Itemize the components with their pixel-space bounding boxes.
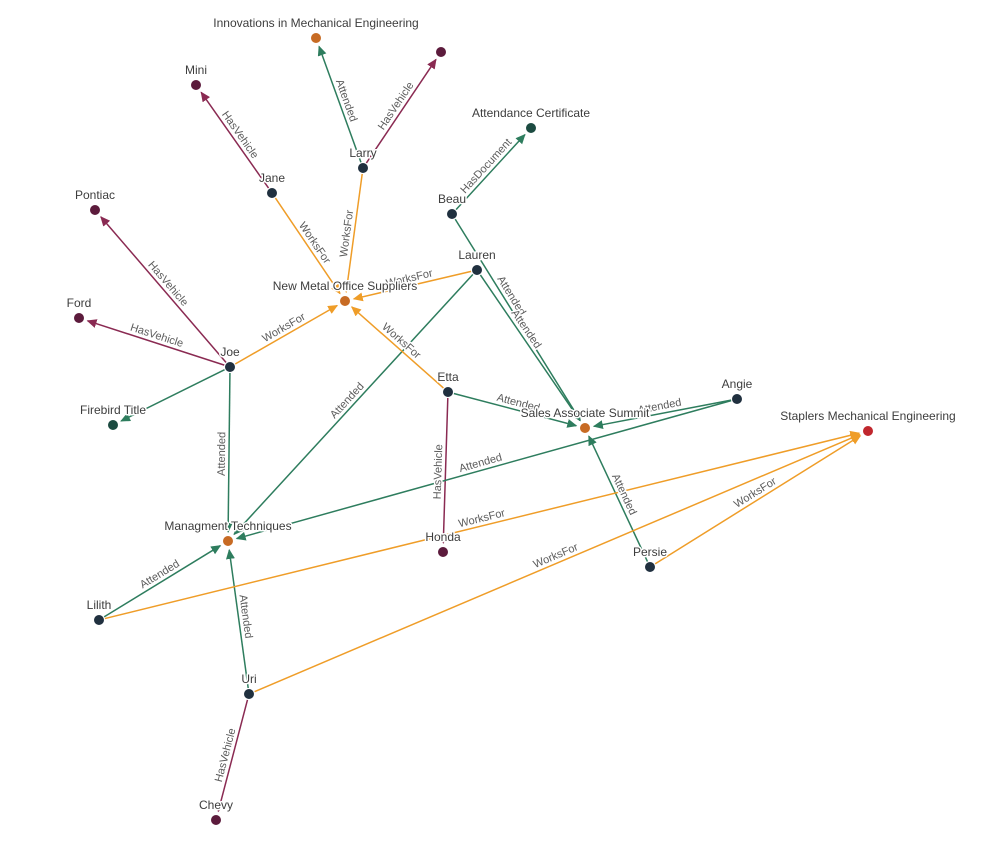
graph-node-attendance-certificate[interactable] — [525, 122, 537, 134]
edge-label-lilith-mt: Attended — [138, 558, 182, 591]
graph-node-larry[interactable] — [357, 162, 369, 174]
edge-label-jane-nmos: WorksFor — [296, 220, 333, 266]
graph-node-vehicle-unlabeled[interactable] — [435, 46, 447, 58]
edge-label-beau-attendance-certificate: HasDocument — [458, 137, 514, 196]
edge-label-uri-mt: Attended — [237, 594, 255, 639]
edge-labels-layer: HasVehicleHasVehicleHasVehicleHasVehicle… — [127, 76, 780, 785]
node-label-innovations: Innovations in Mechanical Engineering — [213, 16, 418, 30]
edge-label-joe-nmos: WorksFor — [260, 311, 307, 345]
graph-node-persie[interactable] — [644, 561, 656, 573]
node-label-uri: Uri — [241, 672, 256, 686]
graph-node-angie[interactable] — [731, 393, 743, 405]
edge-uri-chevy-hasvehicle — [216, 699, 249, 813]
edge-lauren-mt-attended — [233, 273, 474, 536]
node-label-mini: Mini — [185, 63, 207, 77]
edges-layer — [86, 45, 862, 813]
graph-node-ford[interactable] — [73, 312, 85, 324]
edge-label-jane-mini: HasVehicle — [219, 109, 260, 161]
node-label-lilith: Lilith — [87, 598, 112, 612]
edge-jane-nmos-worksfor — [274, 197, 341, 295]
edge-label-joe-ford: HasVehicle — [129, 322, 185, 350]
edge-lauren-sas-attended — [479, 274, 581, 422]
graph-node-innovations[interactable] — [310, 32, 322, 44]
node-label-joe: Joe — [220, 345, 240, 359]
edge-jane-mini-hasvehicle — [200, 91, 270, 189]
node-label-nmos: New Metal Office Suppliers — [273, 279, 418, 293]
edge-label-joe-pontiac: HasVehicle — [145, 259, 190, 309]
graph-node-honda[interactable] — [437, 546, 449, 558]
node-label-lauren: Lauren — [458, 248, 495, 262]
node-label-ford: Ford — [67, 296, 92, 310]
edge-beau-attendance-certificate-hasdocument — [455, 133, 526, 211]
graph-node-mini[interactable] — [190, 79, 202, 91]
graph-node-nmos[interactable] — [339, 295, 351, 307]
edge-lilith-mt-attended — [103, 545, 222, 618]
node-labels-layer: Innovations in Mechanical EngineeringMin… — [65, 15, 957, 814]
node-label-jane: Jane — [259, 171, 285, 185]
edge-larry-innovations-attended — [317, 45, 362, 163]
node-label-beau: Beau — [438, 192, 466, 206]
graph-node-mt[interactable] — [222, 535, 234, 547]
edge-beau-sas-attended — [454, 218, 581, 422]
edge-persie-staplers-worksfor — [654, 435, 862, 565]
edge-persie-sas-attended — [588, 435, 649, 562]
edge-joe-firebird-title — [120, 368, 225, 422]
graph-node-chevy[interactable] — [210, 814, 222, 826]
node-label-etta: Etta — [437, 370, 459, 384]
edge-joe-ford-hasvehicle — [86, 319, 225, 366]
edge-joe-nmos-worksfor — [234, 304, 339, 365]
edge-larry-nmos-worksfor — [342, 173, 363, 294]
edge-label-lauren-sas: Attended — [509, 308, 544, 351]
graph-node-pontiac[interactable] — [89, 204, 101, 216]
edge-label-lauren-mt: Attended — [328, 380, 367, 421]
graph-node-etta[interactable] — [442, 386, 454, 398]
edge-label-etta-honda: HasVehicle — [432, 444, 446, 499]
nodes-layer — [73, 32, 874, 826]
edge-angie-mt-attended — [235, 399, 732, 541]
graph-node-joe[interactable] — [224, 361, 236, 373]
edge-uri-mt-attended — [225, 548, 249, 689]
edge-label-angie-mt: Attended — [458, 452, 504, 475]
edge-etta-sas-attended — [453, 392, 578, 428]
edge-label-persie-staplers: WorksFor — [732, 475, 779, 511]
edge-joe-mt-attended — [223, 372, 233, 534]
node-label-sas: Sales Associate Summit — [521, 406, 650, 420]
edge-label-uri-chevy: HasVehicle — [213, 727, 239, 783]
graph-node-lauren[interactable] — [471, 264, 483, 276]
edge-label-lilith-staplers: WorksFor — [457, 507, 506, 530]
edge-label-etta-nmos: WorksFor — [379, 321, 423, 362]
edge-label-joe-mt: Attended — [216, 432, 229, 476]
graph-node-beau[interactable] — [446, 208, 458, 220]
edge-label-larry-innovations: Attended — [333, 78, 359, 124]
node-label-persie: Persie — [633, 545, 667, 559]
node-label-honda: Honda — [425, 530, 461, 544]
edge-larry-vehicle-unlabeled-hasvehicle — [365, 58, 437, 164]
node-label-staplers: Staplers Mechanical Engineering — [780, 409, 955, 423]
edge-joe-pontiac-hasvehicle — [100, 216, 227, 363]
node-label-firebird-title: Firebird Title — [80, 403, 146, 417]
edge-etta-nmos-worksfor — [350, 306, 445, 389]
node-label-chevy: Chevy — [199, 798, 233, 812]
node-label-angie: Angie — [722, 377, 753, 391]
graph-node-sas[interactable] — [579, 422, 591, 434]
edge-lauren-nmos-worksfor — [352, 270, 472, 302]
node-label-larry: Larry — [349, 146, 376, 160]
graph-node-firebird-title[interactable] — [107, 419, 119, 431]
edge-label-beau-sas: Attended — [494, 274, 527, 318]
graph-node-staplers[interactable] — [862, 425, 874, 437]
graph-node-jane[interactable] — [266, 187, 278, 199]
node-label-attendance-certificate: Attendance Certificate — [472, 106, 590, 120]
edge-angie-sas-attended — [592, 399, 732, 430]
graph-node-lilith[interactable] — [93, 614, 105, 626]
edge-label-larry-vehicle-unlabeled: HasVehicle — [376, 80, 417, 132]
node-label-pontiac: Pontiac — [75, 188, 115, 202]
graph-node-uri[interactable] — [243, 688, 255, 700]
edge-lilith-staplers-worksfor — [104, 430, 861, 620]
edge-uri-staplers-worksfor — [254, 433, 861, 693]
edge-etta-honda-hasvehicle — [439, 397, 449, 545]
node-label-mt: Managment Techniques — [164, 519, 291, 533]
